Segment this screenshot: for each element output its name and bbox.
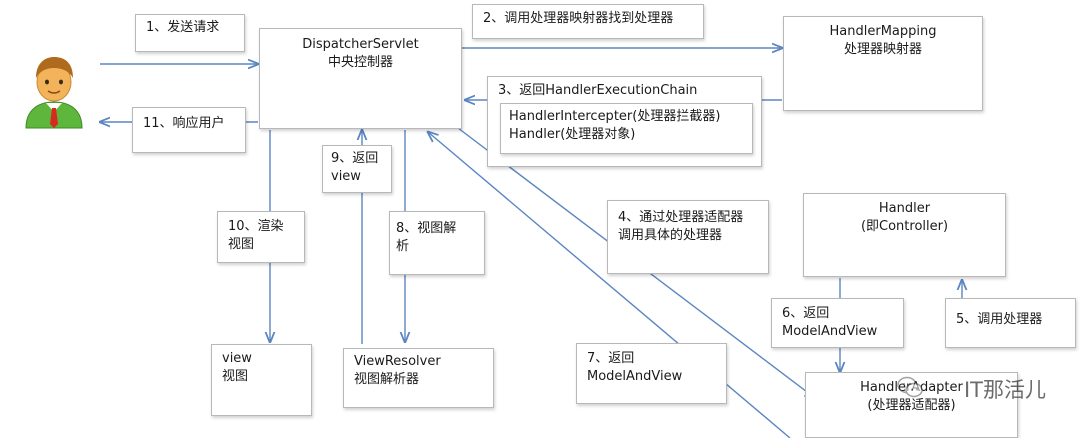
step-9-label-line2: view (331, 169, 361, 184)
handler-object-label: Handler(处理器对象) (509, 127, 636, 142)
dispatcher-servlet-name: DispatcherServlet (302, 37, 419, 52)
user-icon (25, 57, 83, 129)
step-8-label-line1: 8、视图解 (396, 221, 457, 236)
step-10-box: 10、渲染 视图 (217, 211, 305, 263)
handler-mapping-desc: 处理器映射器 (843, 42, 922, 57)
step-2-box: 2、调用处理器映射器找到处理器 (472, 4, 704, 39)
handler-mapping-name: HandlerMapping (829, 24, 937, 39)
step-9-label-line1: 9、返回 (331, 151, 379, 166)
step-5-label: 5、调用处理器 (956, 312, 1043, 327)
handler-desc: (即Controller) (860, 219, 949, 234)
handler-name: Handler (878, 201, 931, 216)
execution-chain-box: HandlerIntercepter(处理器拦截器) Handler(处理器对象… (500, 103, 753, 154)
step-4-label-line2: 调用具体的处理器 (618, 228, 723, 243)
step-8-label-line2: 析 (396, 239, 410, 254)
handler-adapter-desc: (处理器适配器) (867, 398, 956, 413)
step-1-box: 1、发送请求 (135, 14, 245, 52)
dispatcher-servlet-box: DispatcherServlet 中央控制器 (259, 28, 462, 129)
step-8-box: 8、视图解 析 (389, 211, 485, 275)
view-box: view 视图 (211, 344, 312, 416)
dispatcher-servlet-desc: 中央控制器 (327, 55, 393, 70)
step-5-box: 5、调用处理器 (945, 298, 1076, 348)
view-desc: 视图 (222, 369, 249, 384)
step-6-label-line2: ModelAndView (782, 324, 878, 339)
step-10-label-line2: 视图 (228, 237, 255, 252)
step-7-box: 7、返回 ModelAndView (576, 343, 727, 404)
step-1-label: 1、发送请求 (146, 20, 220, 35)
step-9-box: 9、返回 view (322, 145, 392, 193)
view-resolver-box: ViewResolver 视图解析器 (343, 348, 494, 408)
step-10-label-line1: 10、渲染 (228, 219, 284, 234)
step-11-label: 11、响应用户 (143, 116, 225, 131)
view-resolver-name: ViewResolver (354, 354, 441, 369)
step-7-label-line1: 7、返回 (587, 351, 635, 366)
handler-interceptor-label: HandlerIntercepter(处理器拦截器) (509, 109, 721, 124)
step-4-box: 4、通过处理器适配器 调用具体的处理器 (607, 200, 769, 274)
step-4-label-line1: 4、通过处理器适配器 (618, 210, 744, 225)
step-11-box: 11、响应用户 (132, 107, 246, 153)
step-3-label: 3、返回HandlerExecutionChain (498, 83, 698, 98)
step-2-label: 2、调用处理器映射器找到处理器 (483, 11, 674, 26)
watermark-text: IT那活儿 (963, 378, 1046, 402)
step-7-label-line2: ModelAndView (587, 369, 683, 384)
arrow-return-modelandview-adapter (428, 132, 791, 438)
wechat-icon (897, 376, 923, 398)
view-resolver-desc: 视图解析器 (354, 372, 420, 387)
view-name: view (222, 351, 252, 366)
handler-box: Handler (即Controller) (803, 193, 1006, 277)
step-6-box: 6、返回 ModelAndView (771, 298, 904, 348)
step-6-label-line1: 6、返回 (782, 306, 830, 321)
handler-mapping-box: HandlerMapping 处理器映射器 (783, 16, 983, 111)
